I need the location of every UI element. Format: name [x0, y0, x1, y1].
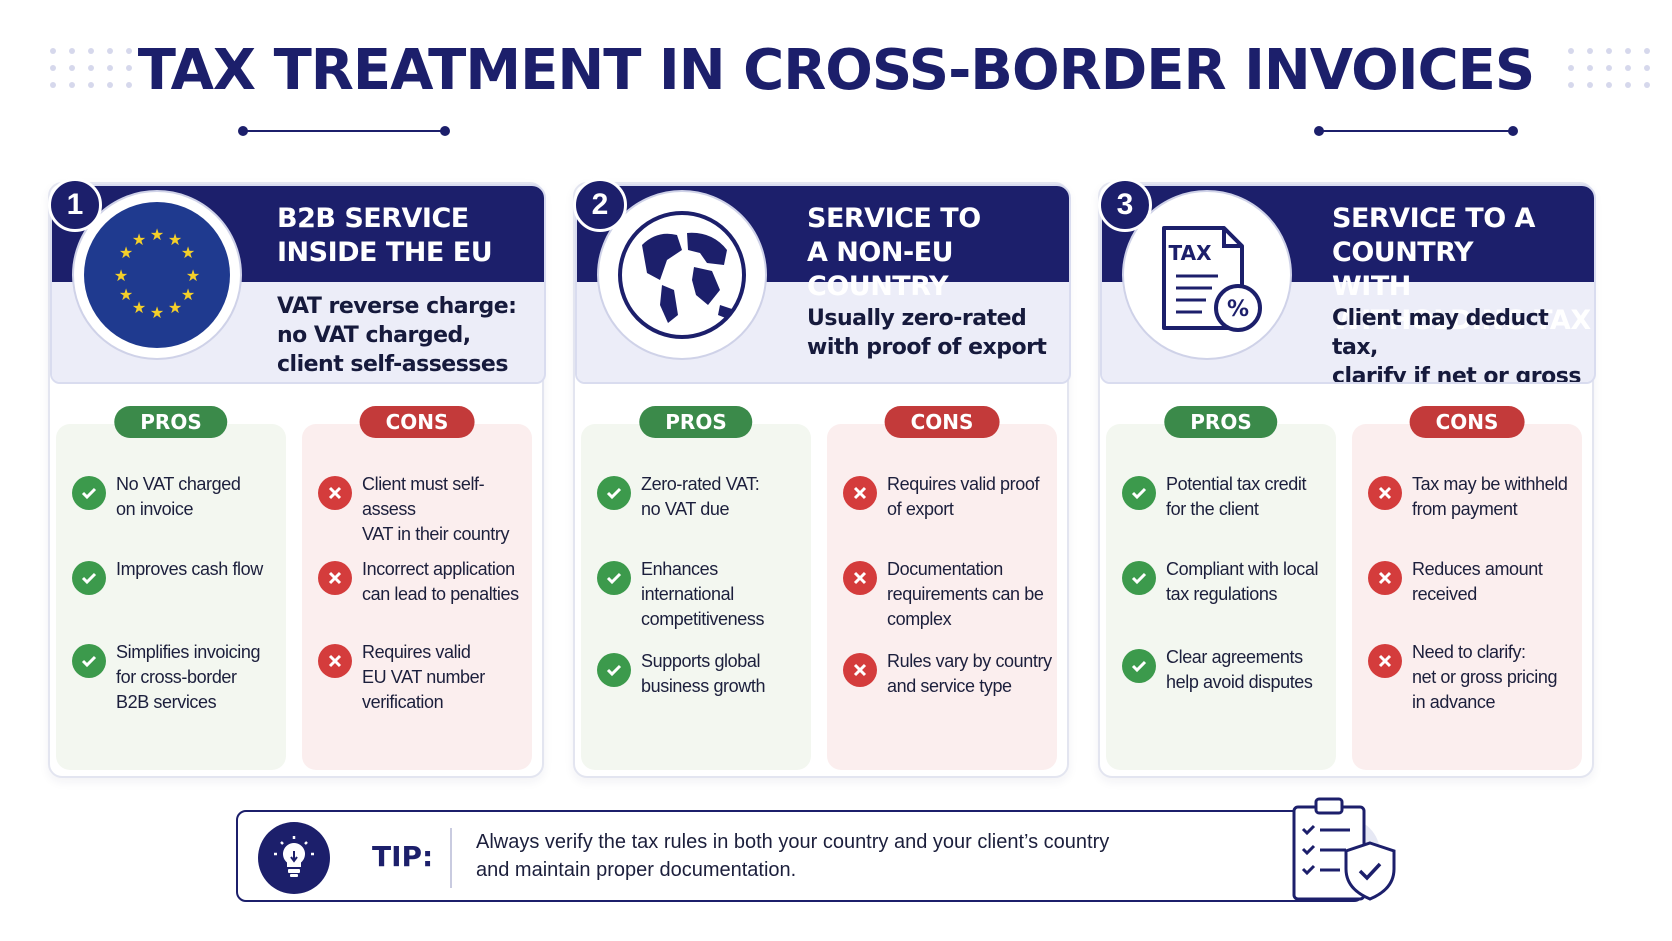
svg-text:★: ★ [168, 298, 182, 317]
tip-label: TIP: [372, 840, 434, 873]
step-number-badge: 2 [573, 178, 627, 232]
svg-text:★: ★ [150, 303, 164, 322]
checklist-shield-icon [1290, 795, 1396, 905]
svg-text:%: % [1227, 297, 1249, 322]
card-header: B2B SERVICE INSIDE THE EU VAT reverse ch… [50, 184, 546, 384]
card-description: Usually zero-rated with proof of export [807, 306, 1047, 360]
pros-column: PROS Zero-rated VAT:no VAT due Enhances … [581, 406, 811, 770]
tax-document-icon: TAX % [1122, 190, 1292, 360]
check-icon [72, 644, 106, 678]
cross-icon [843, 476, 877, 510]
svg-text:★: ★ [114, 266, 128, 285]
card-title: SERVICE TO A NON-EU COUNTRY [807, 203, 981, 302]
card-b2b-eu: B2B SERVICE INSIDE THE EU VAT reverse ch… [48, 178, 546, 778]
globe-icon [597, 190, 767, 360]
pros-label: PROS [639, 406, 753, 438]
cross-icon [1368, 476, 1402, 510]
cross-icon [843, 561, 877, 595]
pros-item: Improves cash flow [72, 557, 282, 595]
card-title: SERVICE TO A COUNTRY WITH WITHOLDING TAX [1332, 203, 1591, 336]
step-number-badge: 1 [48, 178, 102, 232]
check-icon [597, 561, 631, 595]
svg-text:★: ★ [132, 230, 146, 249]
step-number-badge: 3 [1098, 178, 1152, 232]
check-icon [1122, 649, 1156, 683]
eu-flag-icon: ★★★ ★★★ ★★★ ★★★ [72, 190, 242, 360]
cons-label: CONS [1409, 406, 1525, 438]
title-rule-right [1314, 126, 1518, 136]
pros-item: Zero-rated VAT:no VAT due [597, 472, 807, 522]
cross-icon [1368, 644, 1402, 678]
cross-icon [318, 561, 352, 595]
cross-icon [318, 476, 352, 510]
check-icon [597, 653, 631, 687]
card-description: VAT reverse charge: no VAT charged, clie… [277, 294, 517, 377]
svg-text:★: ★ [119, 243, 133, 262]
svg-text:★: ★ [119, 285, 133, 304]
tip-divider [450, 828, 452, 888]
svg-text:★: ★ [181, 285, 195, 304]
tip-box: TIP: Always verify the tax rules in both… [236, 810, 1364, 902]
check-icon [1122, 476, 1156, 510]
card-title: B2B SERVICE INSIDE THE EU [277, 203, 493, 268]
check-icon [72, 561, 106, 595]
svg-text:★: ★ [181, 243, 195, 262]
svg-text:TAX: TAX [1169, 241, 1213, 265]
pros-label: PROS [114, 406, 228, 438]
decorative-dots-right [1568, 48, 1652, 88]
svg-text:★: ★ [132, 298, 146, 317]
cross-icon [843, 653, 877, 687]
check-icon [597, 476, 631, 510]
decorative-dots-left [50, 48, 134, 88]
card-withholding-tax: SERVICE TO A COUNTRY WITH WITHOLDING TAX… [1098, 178, 1596, 778]
svg-text:★: ★ [168, 230, 182, 249]
pros-label: PROS [1164, 406, 1278, 438]
tip-text: Always verify the tax rules in both your… [476, 831, 1110, 881]
cons-label: CONS [884, 406, 1000, 438]
check-icon [72, 476, 106, 510]
title-rule-left [238, 126, 450, 136]
check-icon [1122, 561, 1156, 595]
svg-text:★: ★ [150, 225, 164, 244]
cross-icon [318, 644, 352, 678]
page-title: TAX TREATMENT IN CROSS-BORDER INVOICES [137, 38, 1536, 103]
card-description: Client may deduct tax, clarify if net or… [1332, 306, 1581, 384]
cross-icon [1368, 561, 1402, 595]
cons-label: CONS [359, 406, 475, 438]
svg-text:★: ★ [186, 266, 200, 285]
card-non-eu: SERVICE TO A NON-EU COUNTRY Usually zero… [573, 178, 1071, 778]
lightbulb-icon [258, 822, 330, 894]
